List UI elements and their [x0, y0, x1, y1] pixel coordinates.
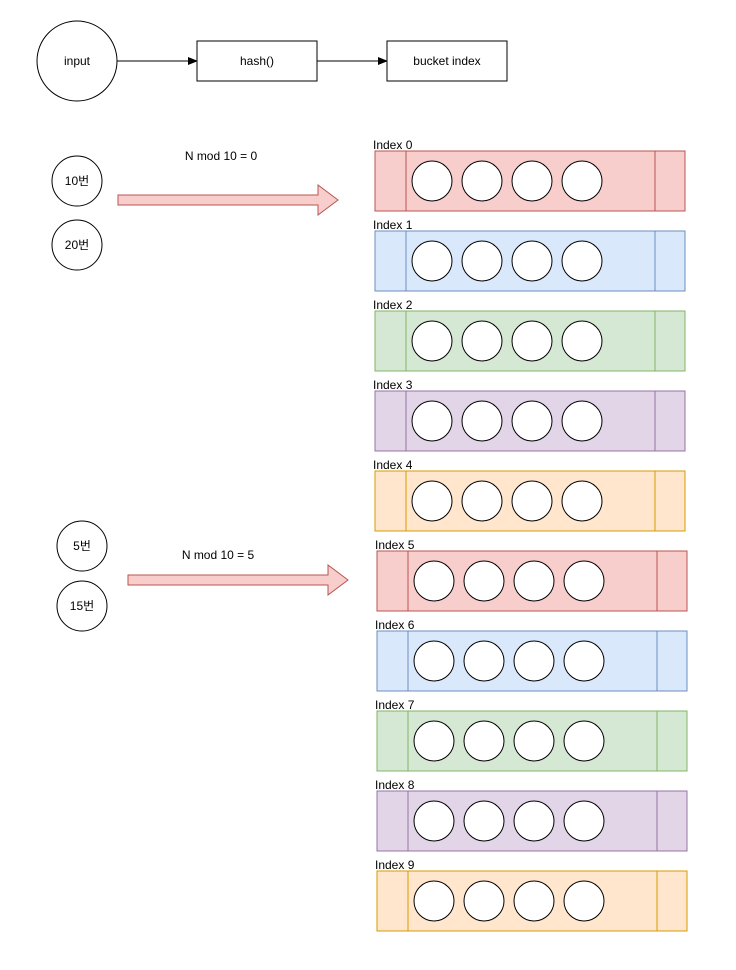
bucket-slot — [513, 880, 555, 922]
hash-node — [196, 40, 318, 82]
bucket-label: Index 8 — [375, 778, 415, 792]
bucket-slot — [461, 480, 503, 522]
bucket-slot — [463, 880, 505, 922]
bucket-slot — [561, 160, 603, 202]
key-label: 5번 — [73, 539, 91, 553]
mod-formula: N mod 10 = 0 — [185, 149, 258, 163]
bucket-slot — [561, 400, 603, 442]
bucket-slot — [413, 640, 455, 682]
key-label: 15번 — [70, 599, 94, 613]
key-node — [56, 520, 108, 572]
bucket-slot — [563, 640, 605, 682]
bucket-slot — [561, 480, 603, 522]
input-label: input — [64, 54, 91, 68]
bucket-row: Index 9 — [375, 858, 688, 932]
bucket-label: Index 9 — [375, 858, 415, 872]
bucket-slot — [561, 240, 603, 282]
bucket-slot — [513, 560, 555, 602]
key-label: 20번 — [65, 238, 89, 252]
bucket-list: Index 0 Index 1 Index 2 Index 3 Index 4 Index… — [373, 138, 688, 932]
bucket-slot — [563, 560, 605, 602]
bucket-index-node — [386, 40, 508, 82]
bucket-slot — [411, 480, 453, 522]
hash-label: hash() — [240, 54, 274, 68]
bucket-slot — [511, 400, 553, 442]
bucket-slot — [411, 160, 453, 202]
mapping-arrow — [117, 184, 339, 216]
bucket-slot — [563, 880, 605, 922]
flow-row: input hash() bucket index — [36, 20, 508, 102]
bucket-row: Index 6 — [375, 618, 688, 692]
bucket-slot — [513, 720, 555, 762]
bucket-slot — [463, 720, 505, 762]
bucket-label: Index 3 — [373, 378, 413, 392]
bucket-slot — [463, 560, 505, 602]
bucket-label: Index 4 — [373, 458, 413, 472]
bucket-label: Index 5 — [375, 538, 415, 552]
bucket-slot — [511, 160, 553, 202]
key-group: 10번 20번 N mod 10 = 0 — [51, 149, 339, 271]
bucket-slot — [463, 640, 505, 682]
mapping-arrow — [127, 564, 349, 596]
bucket-slot — [563, 720, 605, 762]
bucket-row: Index 0 — [373, 138, 686, 212]
bucket-row: Index 7 — [375, 698, 688, 772]
bucket-slot — [413, 720, 455, 762]
bucket-slot — [511, 320, 553, 362]
bucket-slot — [411, 400, 453, 442]
bucket-slot — [461, 320, 503, 362]
bucket-label: Index 6 — [375, 618, 415, 632]
bucket-label: Index 0 — [373, 138, 413, 152]
bucket-slot — [463, 800, 505, 842]
bucket-slot — [461, 240, 503, 282]
bucket-label: Index 2 — [373, 298, 413, 312]
bucket-label: Index 7 — [375, 698, 415, 712]
bucket-slot — [561, 320, 603, 362]
bucket-row: Index 3 — [373, 378, 686, 452]
key-node — [51, 219, 103, 271]
bucket-slot — [511, 240, 553, 282]
bucket-slot — [413, 560, 455, 602]
bucket-slot — [413, 800, 455, 842]
key-node — [51, 155, 103, 207]
bucket-label: Index 1 — [373, 218, 413, 232]
key-node — [56, 580, 108, 632]
mod-formula: N mod 10 = 5 — [182, 548, 255, 562]
bucket-slot — [461, 400, 503, 442]
bucket-row: Index 5 — [375, 538, 688, 612]
bucket-row: Index 1 — [373, 218, 686, 292]
key-group: 5번 15번 N mod 10 = 5 — [56, 520, 349, 632]
bucket-slot — [413, 880, 455, 922]
bucket-slot — [563, 800, 605, 842]
key-label: 10번 — [65, 174, 89, 188]
bucket-slot — [411, 240, 453, 282]
bucket-index-label: bucket index — [413, 54, 480, 68]
bucket-slot — [461, 160, 503, 202]
bucket-row: Index 2 — [373, 298, 686, 372]
bucket-slot — [411, 320, 453, 362]
bucket-row: Index 4 — [373, 458, 686, 532]
bucket-slot — [511, 480, 553, 522]
bucket-slot — [513, 640, 555, 682]
bucket-slot — [513, 800, 555, 842]
bucket-row: Index 8 — [375, 778, 688, 852]
